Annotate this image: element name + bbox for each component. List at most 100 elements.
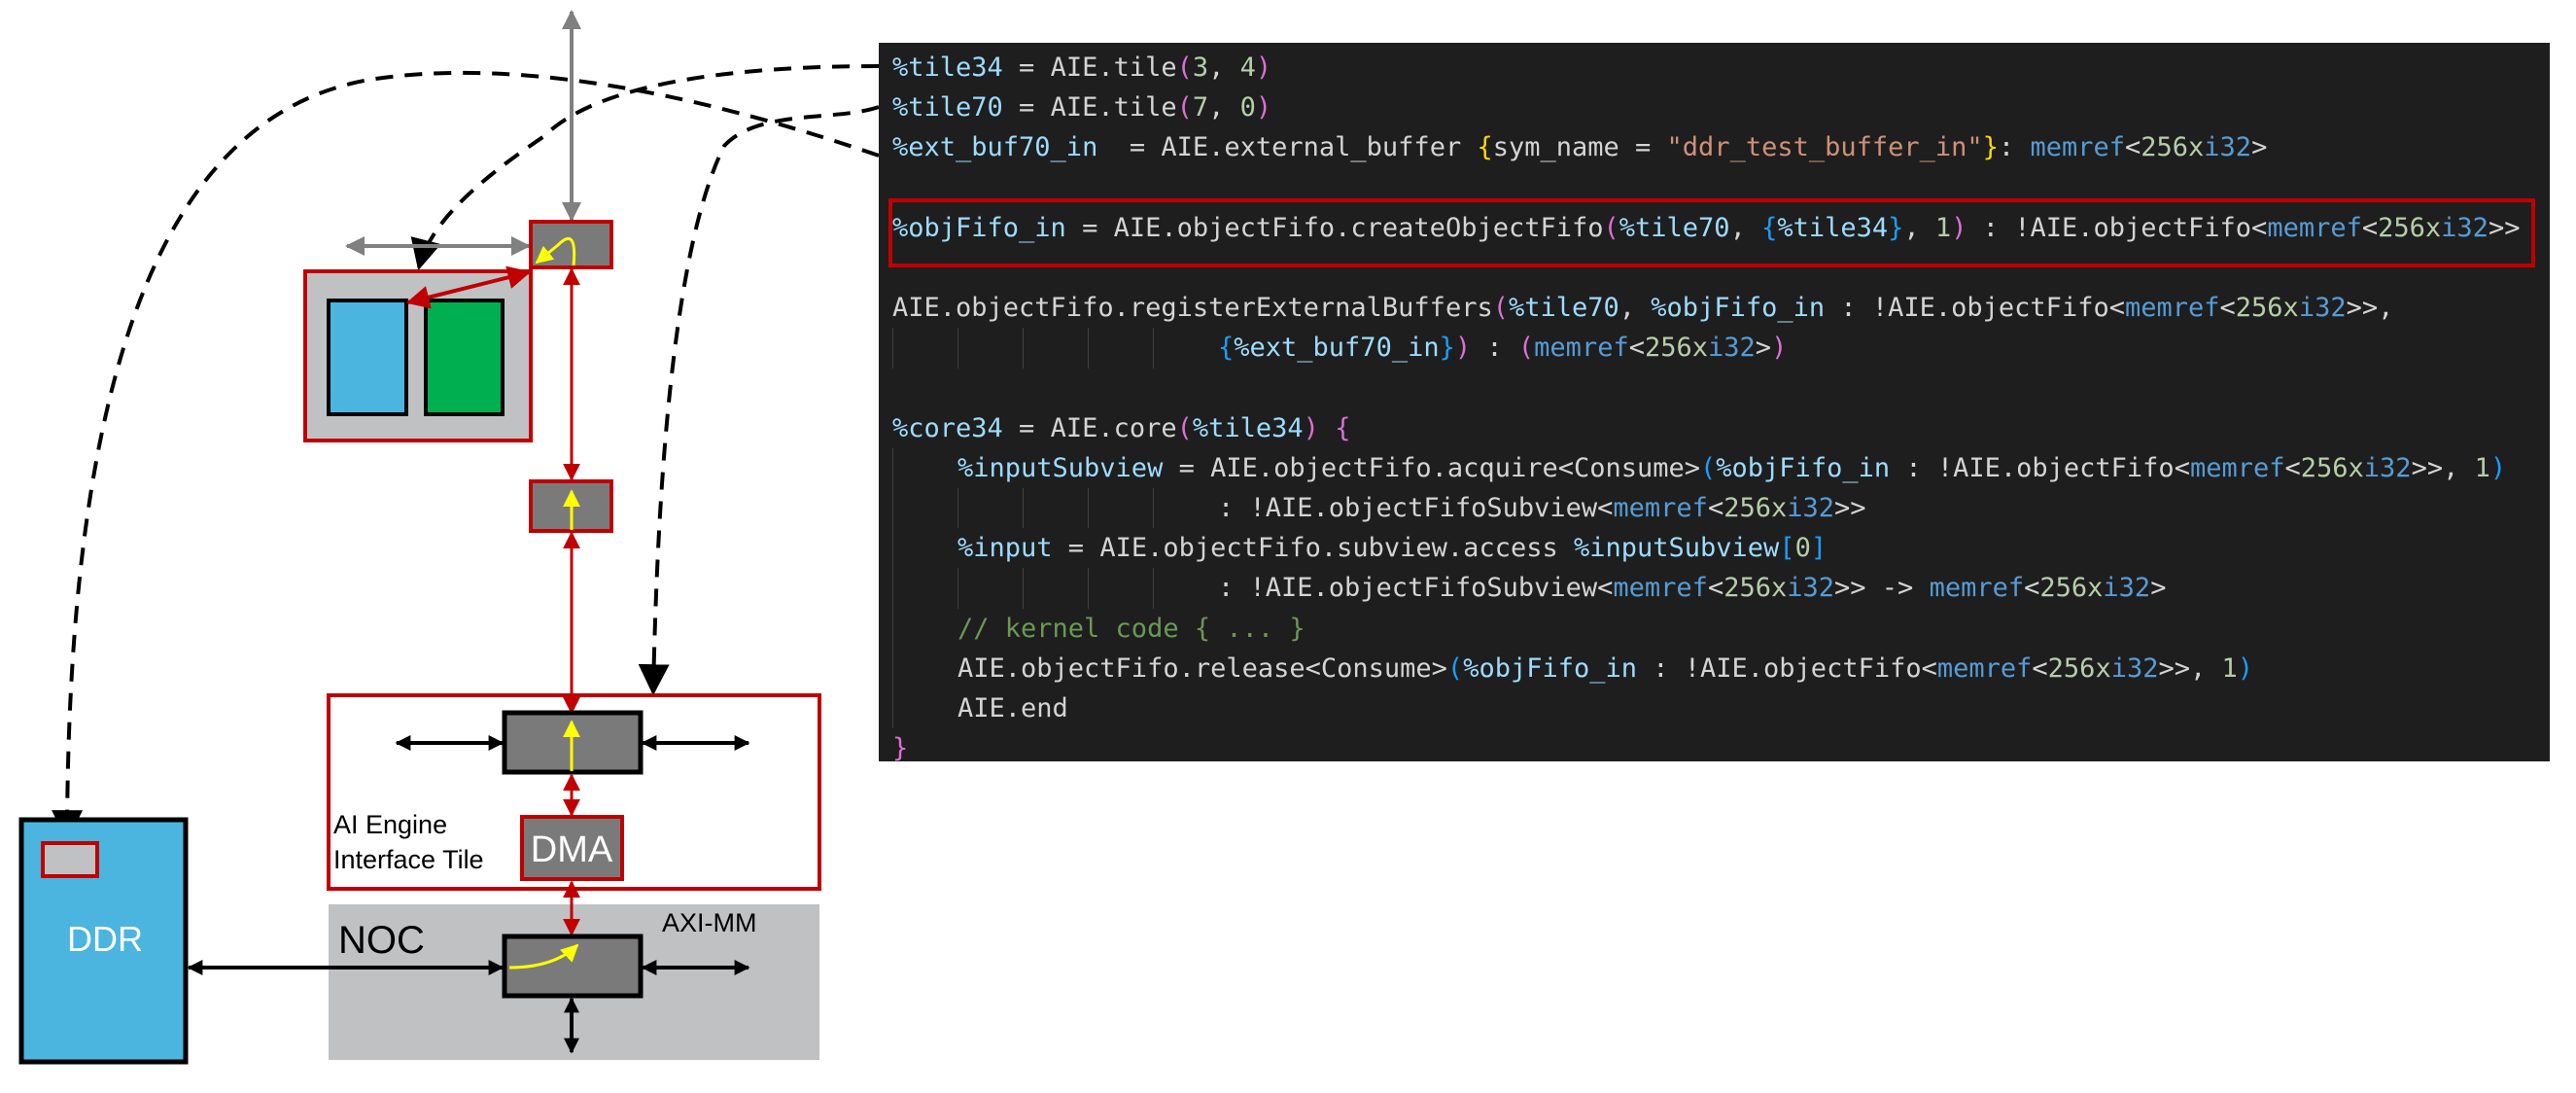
code-token: {	[1218, 333, 1235, 364]
code-token: 256x	[1644, 333, 1709, 364]
indent-guide	[1153, 488, 1218, 529]
indent-guide	[892, 488, 957, 529]
code-token: memref	[2267, 212, 2362, 243]
code-token: = AIE.objectFifo.acquire<Consume>	[1163, 452, 1701, 483]
code-token: AIE.objectFifo.registerExternalBuffers	[892, 293, 1493, 324]
code-token: ,	[1903, 212, 1935, 243]
code-token: ]	[1810, 533, 1828, 564]
code-token: ,	[1729, 212, 1762, 243]
code-token: )	[1771, 333, 1788, 364]
yellow-route-arrow	[535, 237, 576, 266]
code-line	[892, 369, 2550, 408]
code-token: %tile34	[892, 53, 1003, 83]
memory-link-arrow	[405, 265, 532, 309]
code-token: i32	[2441, 212, 2489, 243]
code-token: >>,	[2346, 293, 2394, 324]
indent-guide	[957, 488, 1023, 529]
code-token: %tile34	[1192, 412, 1304, 443]
code-token: )	[1255, 53, 1272, 83]
code-token: <	[2124, 132, 2141, 163]
indent-guide	[892, 528, 957, 569]
code-token: <	[2032, 652, 2048, 684]
code-token: AIE.objectFifo.release<Consume>	[957, 652, 1447, 684]
code-token	[1319, 408, 1335, 448]
code-line: %ext_buf70_in = AIE.external_buffer {sym…	[892, 127, 2550, 167]
code-token: 256x	[2141, 132, 2205, 163]
code-token: 0	[1794, 533, 1811, 564]
code-token: i32	[2298, 293, 2347, 324]
code-token: = AIE.objectFifo.subview.access	[1052, 533, 1574, 564]
code-token: memref	[1534, 333, 1629, 364]
indent-guide	[892, 688, 957, 729]
code-token: (	[1176, 412, 1193, 443]
code-token: 0	[1239, 92, 1256, 123]
code-line: %objFifo_in = AIE.objectFifo.createObjec…	[892, 208, 2550, 248]
code-line: %core34 = AIE.core(%tile34) {	[892, 408, 2550, 448]
indent-guide	[892, 328, 957, 369]
code-token: [	[1779, 533, 1795, 564]
code-token: <	[1707, 573, 1724, 604]
code-token: }	[1439, 333, 1455, 364]
code-token: )	[1951, 212, 1967, 243]
code-token: )	[2237, 652, 2254, 684]
code-line: AIE.objectFifo.registerExternalBuffers(%…	[892, 288, 2550, 328]
indent-guide	[1088, 488, 1153, 529]
code-token: : !AIE.objectFifoSubview<	[1218, 573, 1614, 604]
axi-mm-label: AXI-MM	[662, 908, 757, 937]
indent-guide	[1153, 328, 1218, 369]
code-token: 256x	[1723, 493, 1788, 524]
code-token: 256x	[2300, 452, 2364, 483]
code-token: ,	[1619, 293, 1652, 324]
code-line: // kernel code { ... }	[892, 608, 2550, 649]
code-token: : !AIE.objectFifo<	[1637, 652, 1937, 684]
indent-guide	[957, 328, 1023, 369]
code-token: :	[1998, 132, 2031, 163]
code-token: sym_name =	[1492, 132, 1667, 163]
code-token: 4	[1239, 53, 1256, 83]
code-token: 1	[2474, 452, 2490, 483]
interface-tile-label-2: Interface Tile	[333, 845, 484, 874]
indent-guide	[1023, 328, 1088, 369]
code-token: (	[1700, 452, 1717, 483]
yellow-route-arrow	[508, 943, 579, 970]
tile34-switch	[529, 220, 613, 269]
code-token: : !AIE.objectFifo<	[1890, 452, 2190, 483]
code-token: i32	[2204, 132, 2252, 163]
indent-guide	[1088, 328, 1153, 369]
indent-guide	[892, 447, 957, 489]
indent-guide	[892, 568, 957, 609]
code-token: i32	[2103, 573, 2151, 604]
code-token: <	[2219, 293, 2236, 324]
code-token: "ddr_test_buffer_in"	[1666, 132, 1983, 163]
code-token: <	[2284, 452, 2301, 483]
code-token: >	[2150, 573, 2167, 604]
code-line: %tile70 = AIE.tile(7, 0)	[892, 88, 2550, 127]
code-token: memref	[2030, 132, 2125, 163]
code-token: = AIE.core	[1002, 412, 1177, 443]
code-token: >>,	[2158, 652, 2222, 684]
code-token: %objFifo_in	[1651, 293, 1826, 324]
code-token: >	[1755, 333, 1772, 364]
indent-guide	[957, 568, 1023, 609]
code-line: %input = AIE.objectFifo.subview.access %…	[892, 528, 2550, 569]
code-token: %inputSubview	[1573, 533, 1780, 564]
code-token: 256x	[2378, 212, 2442, 243]
code-token: // kernel code { ... }	[957, 613, 1305, 644]
code-token: ,	[1208, 53, 1240, 83]
ddr-external-buffer	[41, 841, 99, 878]
code-token: >>	[2488, 212, 2521, 243]
code-token: = AIE.tile	[1002, 53, 1177, 83]
code-token: : !AIE.objectFifoSubview<	[1218, 493, 1614, 524]
code-token: 256x	[2047, 652, 2111, 684]
code-token: %tile70	[892, 92, 1003, 123]
pong-buffer	[424, 299, 505, 416]
code-token: <	[2024, 573, 2040, 604]
code-token: (	[1446, 652, 1464, 684]
code-token: %objFifo_in	[1716, 452, 1891, 483]
code-token: (	[1492, 293, 1509, 324]
code-token: %core34	[892, 412, 1003, 443]
code-token: <	[1628, 333, 1645, 364]
code-token: = AIE.external_buffer	[1097, 132, 1478, 163]
code-token: )	[2489, 452, 2507, 483]
